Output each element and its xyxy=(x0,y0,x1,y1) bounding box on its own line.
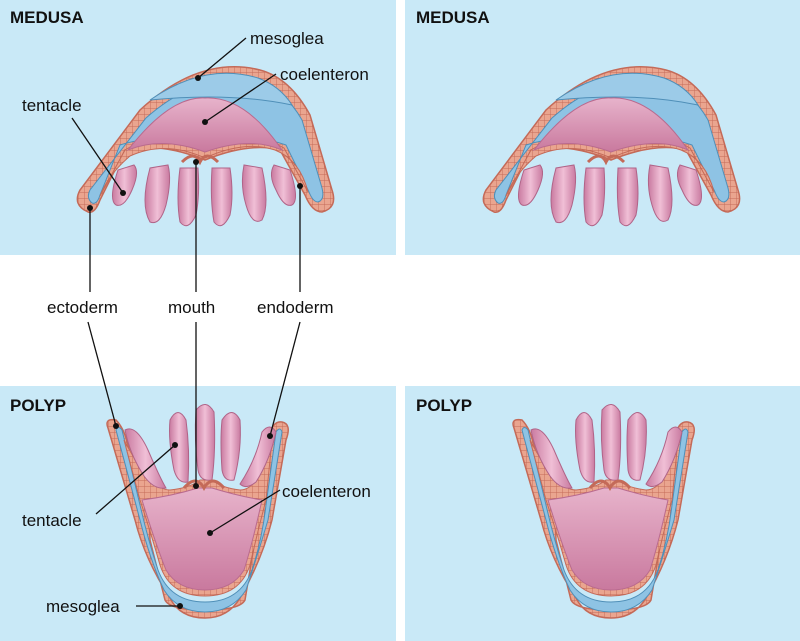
polyp-title-right: POLYP xyxy=(416,396,472,415)
polyp-coelenteron-dot xyxy=(207,530,213,536)
medusa-coelenteron-dot xyxy=(202,119,208,125)
polyp-mesoglea-dot xyxy=(177,603,183,609)
polyp-tentacle-label: tentacle xyxy=(22,511,82,530)
medusa-title-right: MEDUSA xyxy=(416,8,490,27)
polyp-title-left: POLYP xyxy=(10,396,66,415)
polyp-endoderm-dot xyxy=(267,433,273,439)
polyp-mesoglea-label: mesoglea xyxy=(46,597,120,616)
medusa-tentacle-label: tentacle xyxy=(22,96,82,115)
mouth-label: mouth xyxy=(168,298,215,317)
endoderm-label: endoderm xyxy=(257,298,334,317)
polyp-tentacle-dot xyxy=(172,442,178,448)
medusa-mesoglea-dot xyxy=(195,75,201,81)
medusa-title-left: MEDUSA xyxy=(10,8,84,27)
medusa-coelenteron-label: coelenteron xyxy=(280,65,369,84)
medusa-tentacle-dot xyxy=(120,190,126,196)
polyp-coelenteron-label: coelenteron xyxy=(282,482,371,501)
polyp-ectoderm-dot xyxy=(113,423,119,429)
medusa-mesoglea-label: mesoglea xyxy=(250,29,324,48)
polyp-mouth-dot xyxy=(193,483,199,489)
ectoderm-label: ectoderm xyxy=(47,298,118,317)
